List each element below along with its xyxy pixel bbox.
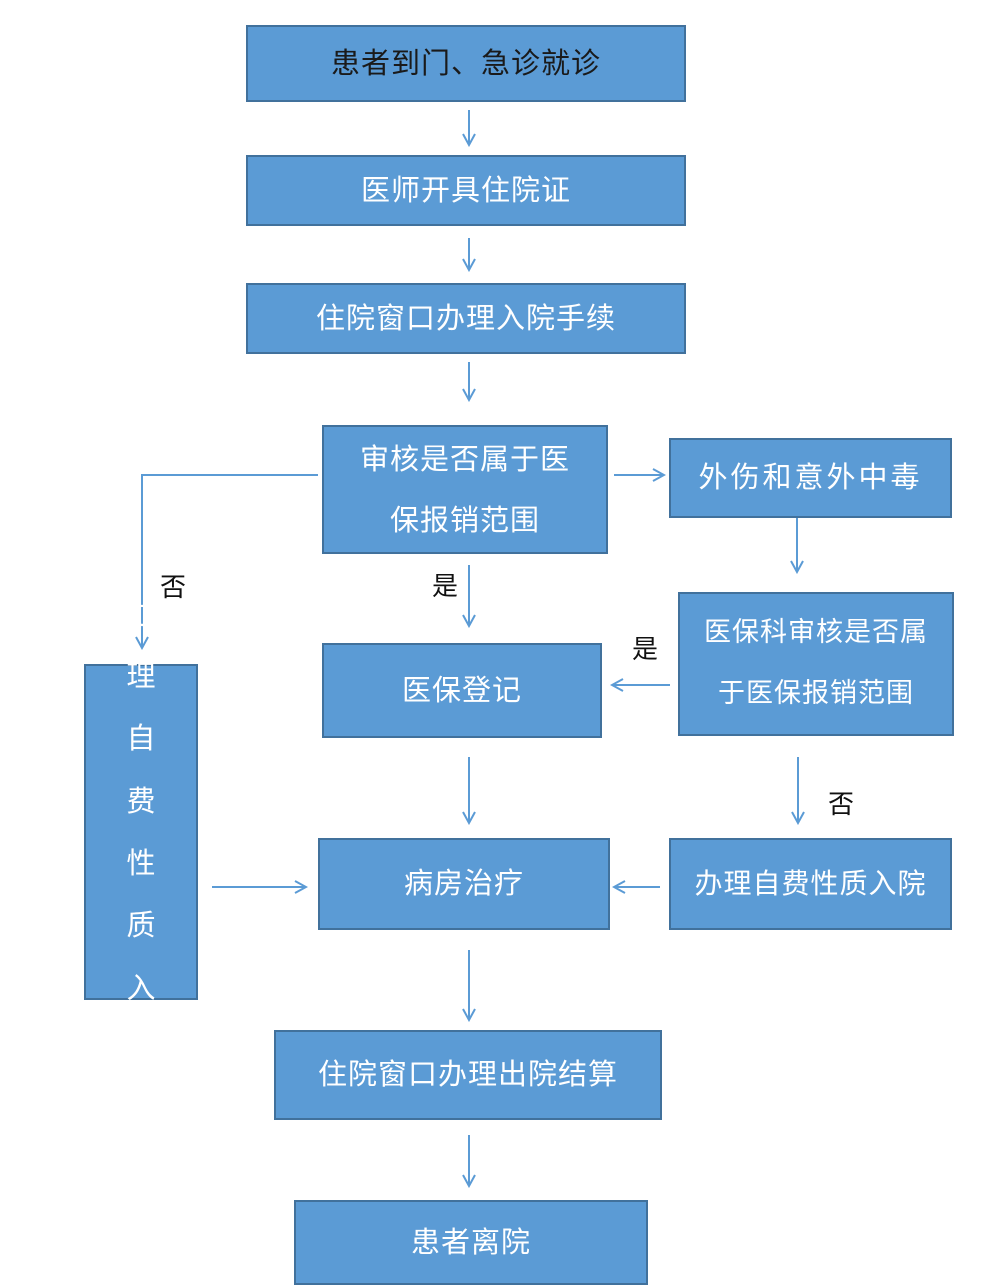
node-admission: 住院窗口办理入院手续 — [246, 283, 686, 354]
node-insurance-register: 医保登记 — [322, 643, 602, 738]
node-arrival-text: 患者到门、急诊就诊 — [330, 45, 601, 80]
node-admission-text: 住院窗口办理入院手续 — [315, 300, 616, 335]
node-certificate-text: 医师开具住院证 — [360, 172, 571, 207]
node-self-pay-left-line2: 自费 — [126, 721, 178, 818]
node-discharge-settlement-text: 住院窗口办理出院结算 — [317, 1057, 618, 1092]
node-patient-leaves: 患者离院 — [294, 1200, 648, 1285]
node-certificate: 医师开具住院证 — [246, 155, 686, 226]
label-no-right: 否 — [828, 790, 855, 820]
node-self-pay-left-line1: 办理 — [126, 596, 178, 693]
node-injury: 外伤和意外中毒 — [669, 438, 952, 518]
node-self-pay-left: 办理 自费 性质 入院 — [84, 597, 198, 1067]
label-no-left: 否 — [160, 573, 187, 603]
node-check-scope-line2: 保报销范围 — [389, 502, 540, 537]
node-self-pay-right: 办理自费性质入院 — [669, 838, 952, 930]
node-insurance-register-text: 医保登记 — [401, 672, 522, 707]
node-arrival: 患者到门、急诊就诊 — [246, 25, 686, 102]
node-self-pay-left-line3: 性质 — [126, 846, 178, 943]
arrow-check-no-to-selfpay — [142, 474, 318, 648]
node-ward-treatment: 病房治疗 — [318, 838, 610, 930]
node-check-scope: 审核是否属于医 保报销范围 — [322, 425, 608, 554]
node-insurance-dept-check: 医保科审核是否属 于医保报销范围 — [678, 592, 954, 736]
node-discharge-settlement: 住院窗口办理出院结算 — [274, 1030, 662, 1120]
label-yes-center: 是 — [432, 572, 459, 602]
node-self-pay-right-text: 办理自费性质入院 — [694, 867, 927, 901]
node-ward-treatment-text: 病房治疗 — [403, 866, 524, 901]
node-check-scope-line1: 审核是否属于医 — [359, 441, 570, 476]
node-insurance-dept-check-line1: 医保科审核是否属 — [704, 617, 928, 649]
node-injury-text: 外伤和意外中毒 — [698, 460, 923, 495]
node-patient-leaves-text: 患者离院 — [410, 1224, 531, 1259]
label-yes-right: 是 — [632, 635, 659, 665]
node-self-pay-left-line4: 入院 — [126, 970, 178, 1068]
node-insurance-dept-check-line2: 于医保报销范围 — [718, 678, 914, 709]
